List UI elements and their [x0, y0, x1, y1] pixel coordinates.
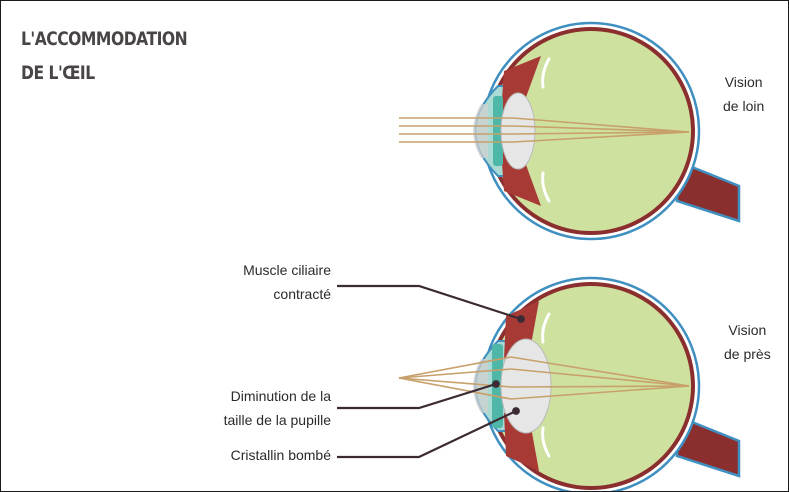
ciliary-muscle-line-1: Muscle ciliaire [243, 258, 331, 282]
lens-line-1: Cristallin bombé [231, 443, 331, 467]
vision-near-line-1: Vision [724, 318, 771, 342]
pupil-line-2: taille de la pupille [224, 408, 331, 432]
pupil-line-1: Diminution de la [224, 384, 331, 408]
anterior-chamber-top [473, 104, 488, 158]
label-ciliary-muscle: Muscle ciliaire contracté [243, 258, 331, 306]
vision-far-line-1: Vision [723, 70, 764, 94]
leader-ciliary-muscle [337, 286, 521, 319]
vision-far-line-2: de loin [723, 94, 764, 118]
label-vision-near: Vision de près [724, 318, 771, 366]
label-vision-far: Vision de loin [723, 70, 764, 118]
leader-dot-pupil [493, 381, 499, 387]
vision-near-line-2: de près [724, 342, 771, 366]
leader-dot-ciliary [518, 316, 524, 322]
label-lens: Cristallin bombé [231, 443, 331, 467]
leader-dot-lens [513, 408, 519, 414]
eye-near-vision [399, 278, 739, 491]
anterior-chamber-bottom [473, 359, 488, 413]
leader-pupil [337, 384, 496, 408]
ciliary-muscle-line-2: contracté [243, 282, 331, 306]
lens-top [501, 93, 535, 169]
eye-far-vision [399, 23, 739, 239]
label-pupil: Diminution de la taille de la pupille [224, 384, 331, 432]
